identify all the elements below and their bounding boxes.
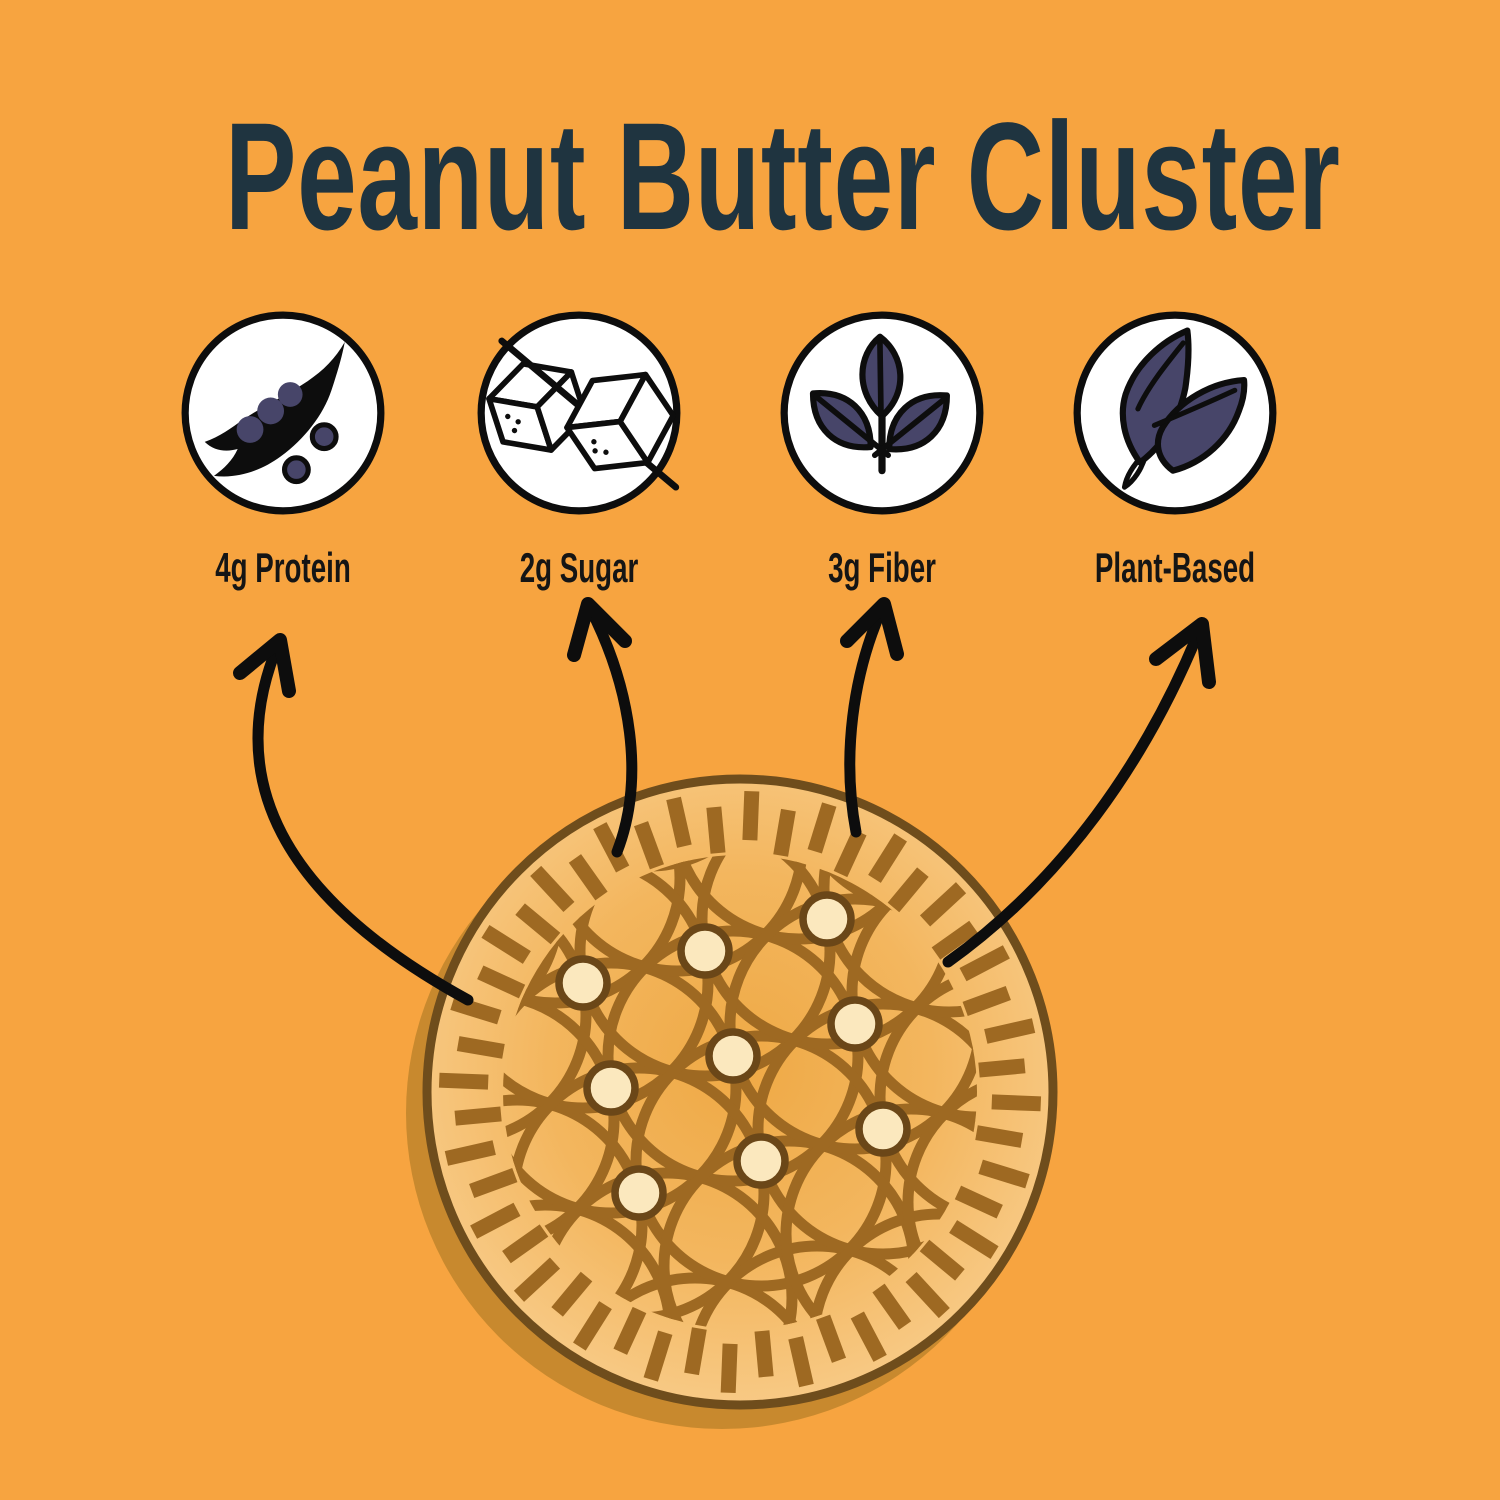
feature-label: Plant-Based: [1094, 544, 1256, 591]
sugar-cube: [564, 371, 677, 472]
arrow-head-icon: [1149, 617, 1216, 689]
pea-pod-icon: [181, 311, 385, 515]
arrow-line: [844, 598, 890, 838]
arrow-line: [942, 618, 1208, 968]
leaf-vein: [871, 396, 947, 459]
leaf-vein: [877, 340, 884, 416]
pea-dot: [281, 455, 311, 485]
feature-label: 3g Fiber: [828, 544, 936, 591]
pea: [257, 397, 285, 425]
pea: [236, 416, 264, 443]
pea: [277, 382, 303, 407]
leaf-vein: [813, 393, 892, 459]
arrow-line: [252, 634, 474, 1006]
arrow-head-icon: [567, 597, 632, 662]
pea-dot: [309, 422, 339, 452]
arrow-line: [582, 598, 638, 858]
cookie-illustration: [406, 774, 1058, 1429]
arrow-to-sugar: [567, 597, 638, 858]
feature-label: 4g Protein: [215, 544, 351, 591]
plant-leaves-icon: [1073, 311, 1277, 515]
product-title: Peanut Butter Cluster: [225, 91, 1341, 262]
fiber-leaves-icon: [780, 311, 984, 515]
arrow-head-icon: [233, 633, 296, 698]
arrow-to-protein: [233, 633, 474, 1006]
no-sugar-cubes-icon: [477, 311, 681, 515]
leaf: [1154, 376, 1248, 474]
arrow-to-fiber: [840, 597, 904, 838]
leaf-vein: [1135, 340, 1186, 412]
arrow-to-plant-based: [942, 617, 1216, 968]
arrow-head-icon: [840, 597, 904, 661]
feature-label: 2g Sugar: [519, 544, 639, 591]
leaf-vein: [1151, 387, 1238, 428]
leaf: [1119, 327, 1192, 466]
